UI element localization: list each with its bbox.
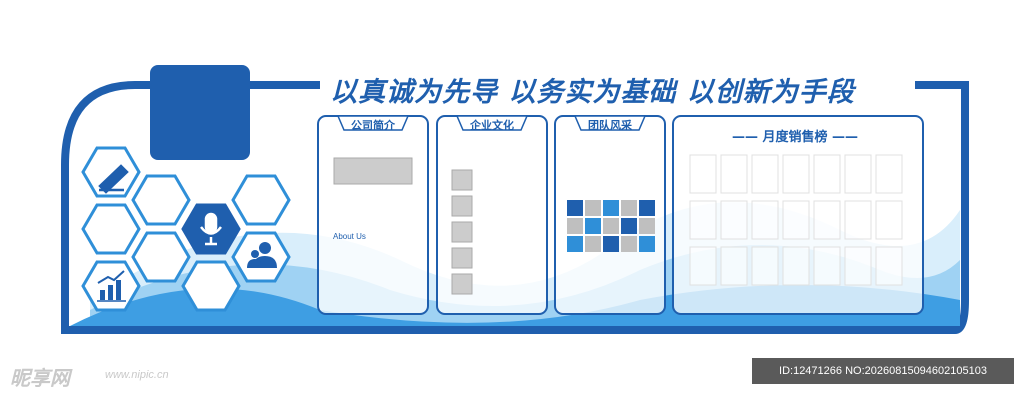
pen-icon — [98, 164, 129, 194]
panel-title-team: 团队风采 — [588, 119, 632, 132]
tab-company — [336, 115, 410, 131]
about-us-label: About Us — [333, 232, 366, 241]
header-block — [150, 65, 250, 160]
tab-culture — [455, 115, 529, 131]
culture-placeholders — [451, 169, 473, 295]
watermark-url: www.nipic.cn — [105, 369, 169, 381]
sales-grid — [689, 154, 903, 286]
tab-team — [573, 115, 647, 131]
sales-board-title: —— 月度销售榜 —— — [731, 130, 859, 145]
growth-chart-icon — [97, 270, 126, 302]
microphone-icon — [200, 212, 222, 246]
company-image-placeholder — [333, 157, 413, 185]
team-mosaic — [567, 200, 655, 252]
panel-title-culture: 企业文化 — [470, 119, 514, 132]
wall-frame — [61, 81, 969, 334]
image-id-badge: ID:12471266 NO:20260815094602105103 — [752, 358, 1014, 384]
watermark-brand: 昵享网 — [10, 366, 70, 390]
panel-title-company: 公司简介 — [351, 119, 395, 132]
panel-company — [317, 115, 429, 315]
users-icon — [247, 242, 277, 268]
slogan: 以真诚为先导 以务实为基础 以创新为手段 — [330, 77, 855, 108]
